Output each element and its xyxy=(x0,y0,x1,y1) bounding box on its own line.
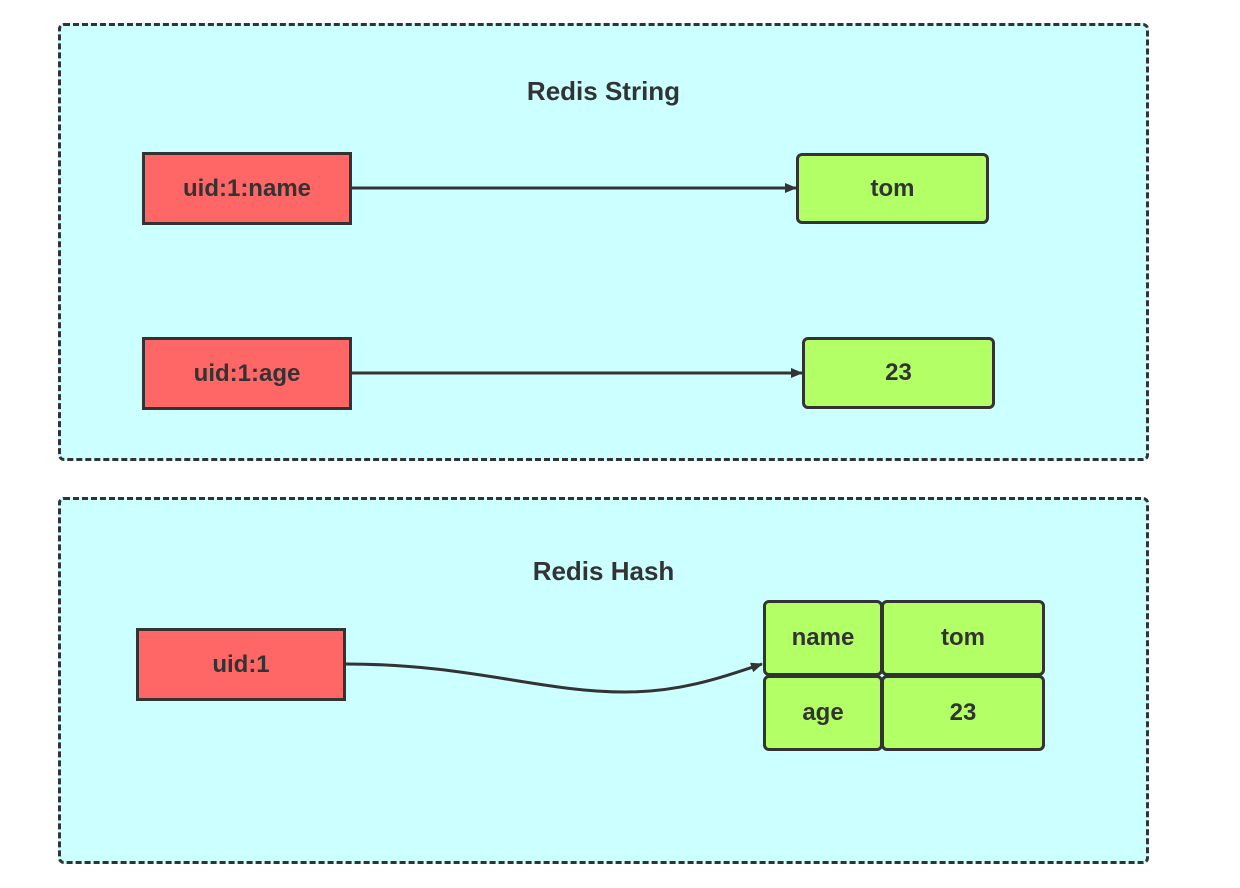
hash-value-name: tom xyxy=(881,600,1045,676)
string-key-name: uid:1:name xyxy=(142,152,352,225)
string-value-name: tom xyxy=(796,153,989,224)
hash-field-age: age xyxy=(763,675,883,751)
redis-string-title: Redis String xyxy=(526,76,681,106)
hash-key: uid:1 xyxy=(136,628,346,701)
string-value-age: 23 xyxy=(802,337,995,409)
hash-value-age: 23 xyxy=(881,675,1045,751)
redis-hash-title: Redis Hash xyxy=(532,556,675,586)
hash-field-name: name xyxy=(763,600,883,676)
string-key-age: uid:1:age xyxy=(142,337,352,410)
